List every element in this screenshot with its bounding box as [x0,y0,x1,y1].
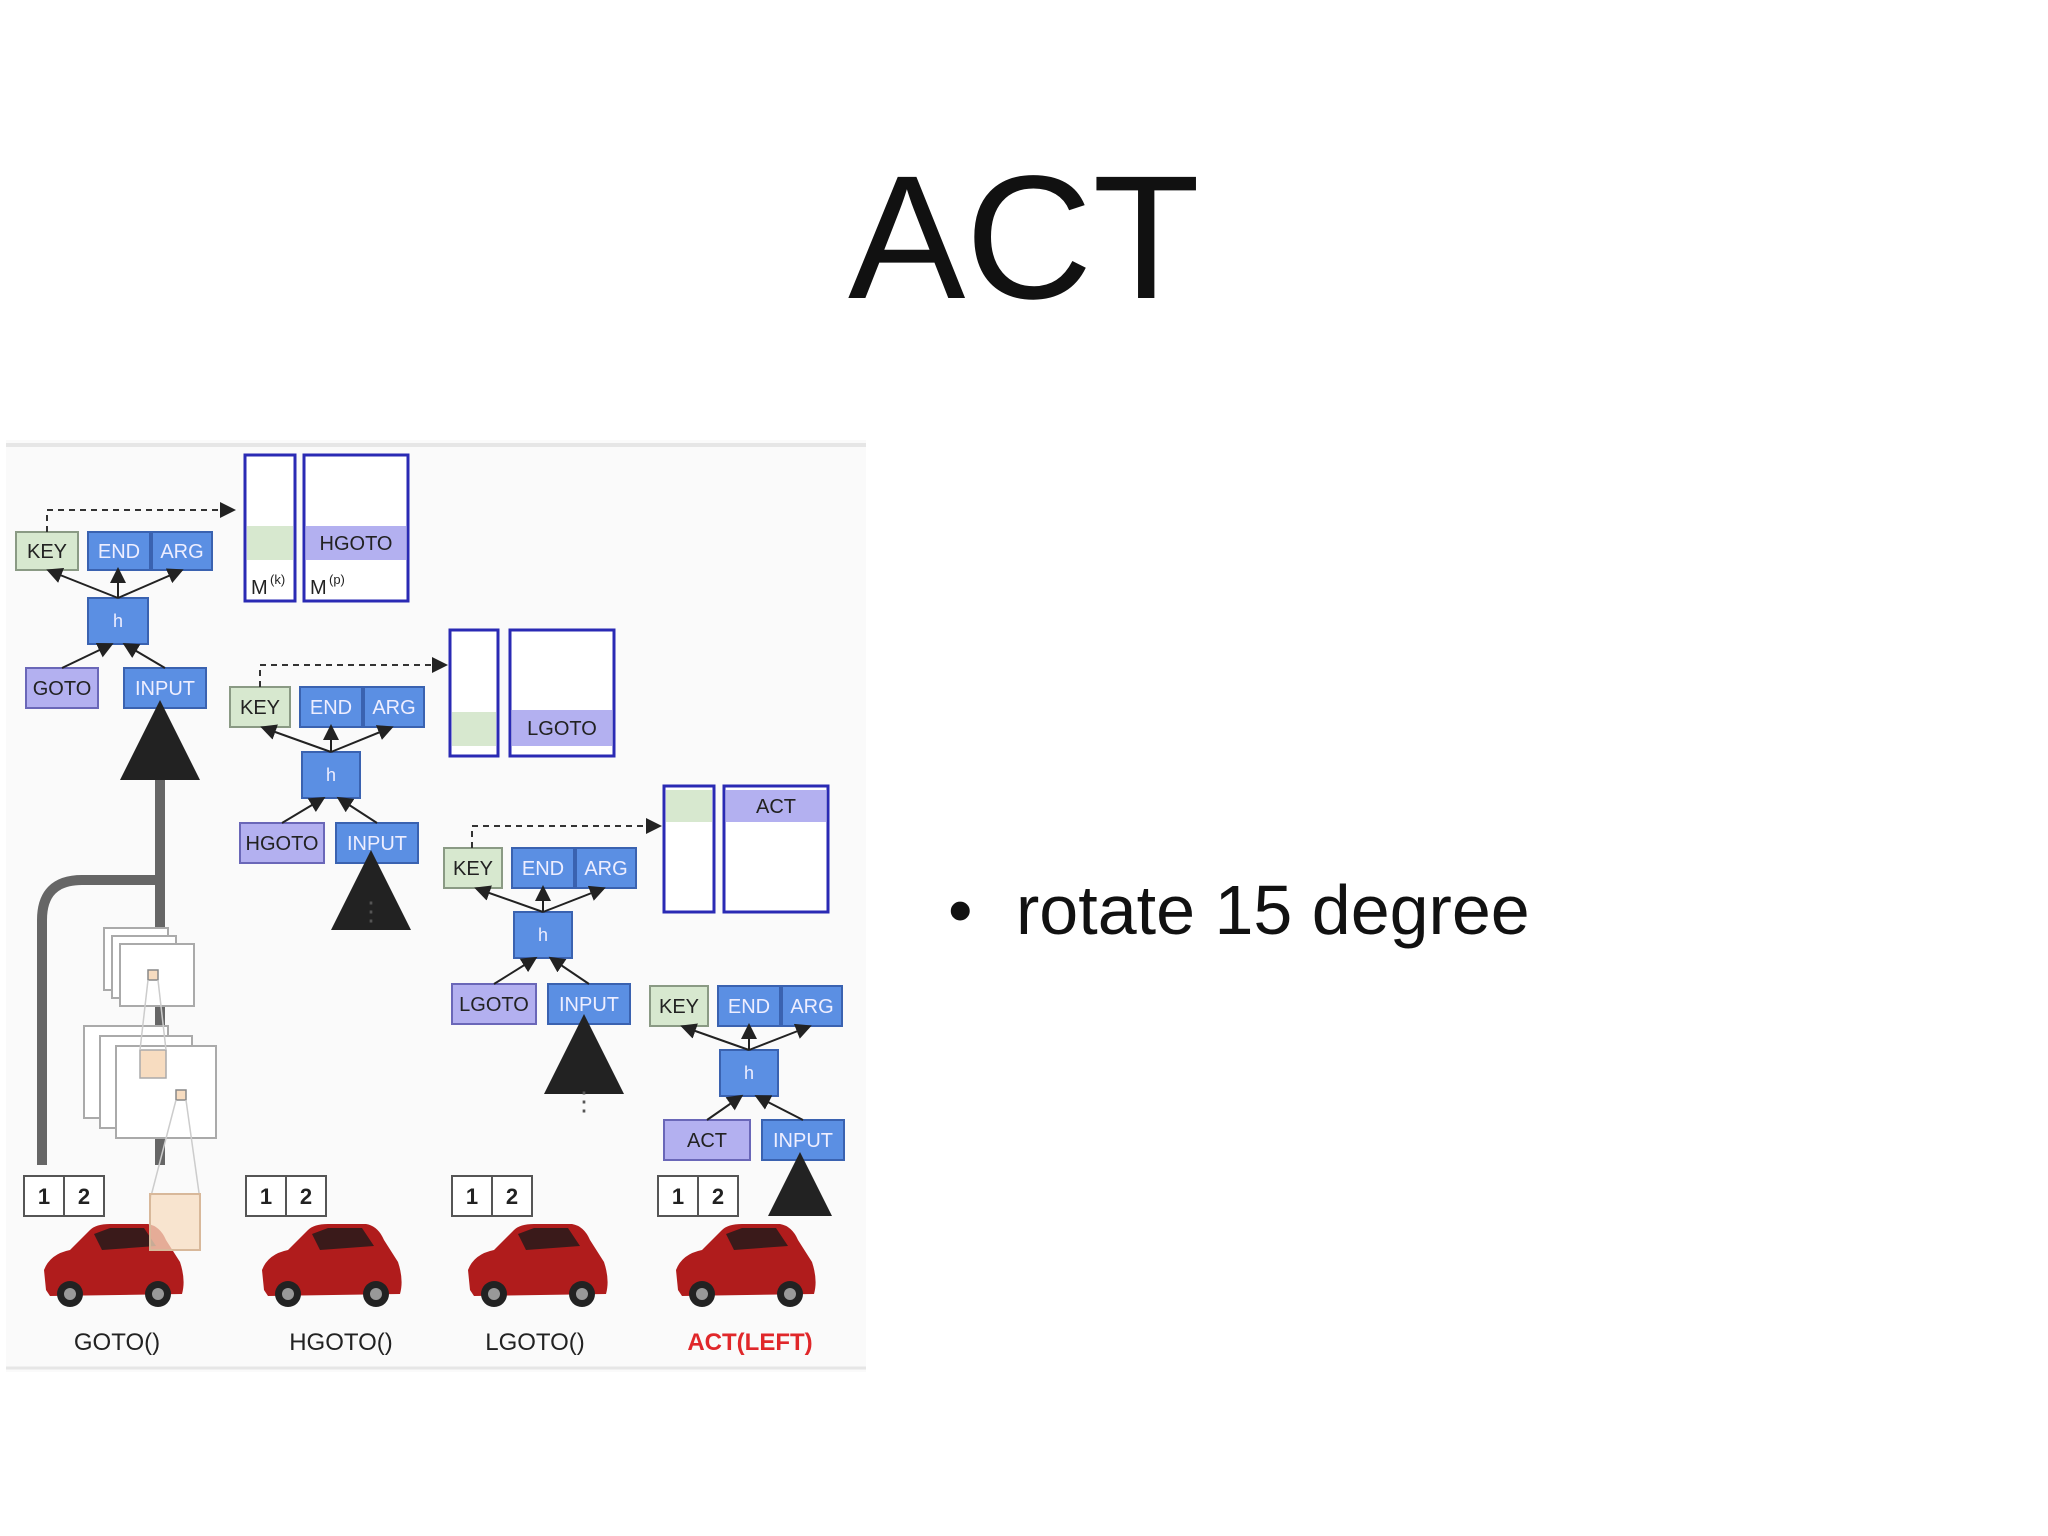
svg-text:2: 2 [506,1184,518,1209]
svg-text:INPUT: INPUT [559,994,619,1016]
bullet-item: •rotate 15 degree [948,875,1530,945]
svg-text:2: 2 [712,1184,724,1209]
svg-text:HGOTO: HGOTO [246,833,319,855]
panel-4-call: ACT(LEFT) [687,1329,812,1356]
car-icon [44,1224,184,1307]
panel-3: KEY END ARG h LGOTO INPUT ⋮ [443,784,830,1356]
car-icon [262,1224,402,1307]
cnn-feature-maps-icon [83,927,217,1201]
bullet-text: rotate 15 degree [1016,871,1530,949]
svg-text:M: M [251,577,268,599]
svg-text:ARG: ARG [584,858,627,880]
svg-text:END: END [98,541,140,563]
svg-text:(k): (k) [270,572,285,587]
svg-text:KEY: KEY [27,541,67,563]
panel-3-arguments: 1 2 [451,1175,533,1217]
svg-text:2: 2 [78,1184,90,1209]
panel-1-output-arg: ARG [151,531,213,571]
svg-text:1: 1 [260,1184,272,1209]
car-icon [676,1224,816,1307]
bullet-list: •rotate 15 degree [948,875,1530,945]
svg-text:LGOTO: LGOTO [527,718,597,740]
panel-4-output-end: END [717,985,781,1027]
ellipsis-icon: ⋮ [358,896,384,926]
panel-2-hidden-state: h [301,751,361,799]
bullet-dot: • [948,871,973,949]
panel-1-input-env: INPUT [123,667,207,709]
svg-text:1: 1 [466,1184,478,1209]
svg-text:KEY: KEY [659,996,699,1018]
svg-text:INPUT: INPUT [135,678,195,700]
panel-1-receptive-field [149,1193,201,1251]
panel-1-call: GOTO() [74,1329,160,1356]
svg-text:1: 1 [672,1184,684,1209]
svg-text:HGOTO: HGOTO [320,533,393,555]
panel-2-arguments: 1 2 [245,1175,327,1217]
svg-text:ACT: ACT [756,796,796,818]
panel-3-memory-key [662,784,716,914]
panel-3-call: LGOTO() [485,1329,585,1356]
npi-diagram: KEY END ARG h GOTO INPUT [6,440,866,1372]
panel-3-input-program: LGOTO [451,983,537,1025]
svg-text:END: END [728,996,770,1018]
panel-1-input-program: GOTO [25,667,99,709]
panel-2-memory-program: LGOTO [508,628,616,758]
panel-4-output-arg: ARG [781,985,843,1027]
panel-2-output-key: KEY [229,686,291,728]
panel-1-memory-program: HGOTO M (p) [302,453,410,603]
panel-2-input-env: INPUT [335,822,419,864]
svg-text:KEY: KEY [453,858,493,880]
panel-1-arguments: 1 2 [23,1175,105,1217]
panel-1-memory-key: M (k) [243,453,297,603]
svg-text:LGOTO: LGOTO [459,994,529,1016]
car-icon [468,1224,608,1307]
slide-title: ACT [848,140,1200,336]
panel-2-output-arg: ARG [363,686,425,728]
svg-text:2: 2 [300,1184,312,1209]
panel-3-memory-program: ACT [722,784,830,914]
svg-text:ACT: ACT [687,1130,727,1152]
panel-4-output-key: KEY [649,985,709,1027]
panel-1-hidden-state: h [87,597,149,645]
svg-text:ARG: ARG [160,541,203,563]
panel-3-output-key: KEY [443,847,503,889]
svg-text:END: END [522,858,564,880]
panel-2-memory-key [448,628,500,758]
panel-4-input-env: INPUT [761,1119,845,1161]
svg-text:ARG: ARG [790,996,833,1018]
panel-4-hidden-state: h [719,1049,779,1097]
svg-text:ARG: ARG [372,697,415,719]
svg-text:GOTO: GOTO [33,678,92,700]
svg-text:(p): (p) [329,572,345,587]
panel-2-call: HGOTO() [289,1329,393,1356]
panel-1-output-end: END [87,531,151,571]
panel-4-arguments: 1 2 [657,1175,739,1217]
svg-text:END: END [310,697,352,719]
panel-2-input-program: HGOTO [239,822,325,864]
svg-text:INPUT: INPUT [773,1130,833,1152]
panel-4: KEY END ARG h ACT INPUT [649,985,845,1356]
svg-text:h: h [113,611,123,631]
panel-3-output-arg: ARG [575,847,637,889]
svg-text:INPUT: INPUT [347,833,407,855]
panel-3-input-env: INPUT [547,983,631,1025]
svg-text:KEY: KEY [240,697,280,719]
panel-2: KEY END ARG h HGOTO INPUT ⋮ [229,628,616,1356]
svg-text:h: h [744,1063,754,1083]
svg-text:M: M [310,577,327,599]
panel-3-output-end: END [511,847,575,889]
svg-text:1: 1 [38,1184,50,1209]
panel-3-hidden-state: h [513,911,573,959]
panel-1-output-key: KEY [15,531,79,571]
panel-2-output-end: END [299,686,363,728]
svg-text:h: h [326,765,336,785]
svg-text:h: h [538,925,548,945]
panel-4-input-program: ACT [663,1119,751,1161]
ellipsis-icon: ⋮ [571,1086,597,1116]
panel-1: KEY END ARG h GOTO INPUT [15,453,410,1356]
